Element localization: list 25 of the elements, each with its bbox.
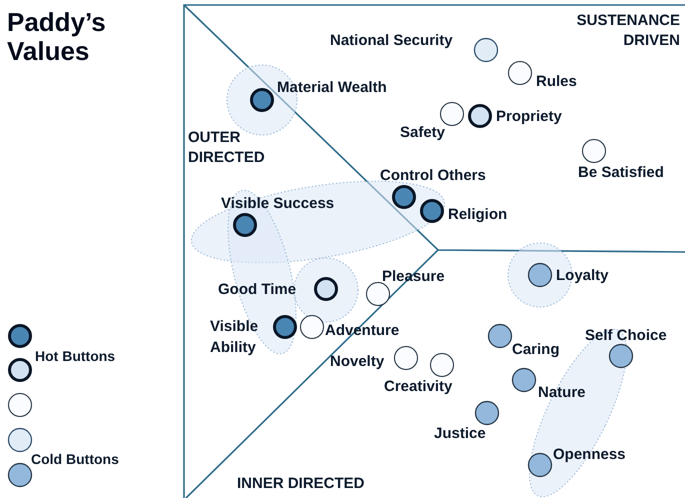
value-label: Novelty (330, 353, 384, 370)
value-label: Religion (448, 206, 508, 223)
value-label: Rules (536, 73, 577, 90)
value-label: Loyalty (556, 267, 609, 284)
region-label: INNER DIRECTED (237, 474, 366, 494)
value-label: Be Satisfied (578, 164, 664, 181)
value-label: Justice (434, 425, 486, 442)
legend-label: Hot Buttons (35, 348, 116, 365)
value-label: Good Time (218, 281, 296, 298)
value-label: National Security (330, 32, 453, 49)
legend-label: Cold Buttons (31, 451, 119, 468)
value-label: Openness (553, 446, 626, 463)
region-label: OUTER DIRECTED (188, 128, 266, 168)
value-label: Creativity (384, 378, 452, 395)
value-label: Material Wealth (277, 79, 387, 96)
value-label: Visible Ability (210, 316, 266, 358)
value-label: Visible Success (221, 195, 334, 212)
value-label: Caring (512, 341, 560, 358)
value-label: Control Others (380, 167, 486, 184)
value-label: Nature (538, 384, 586, 401)
value-label: Propriety (496, 108, 562, 125)
region-label: SUSTENANCE DRIVEN (576, 11, 680, 51)
value-label: Safety (400, 124, 446, 141)
value-label: Self Choice (585, 327, 667, 344)
title: Paddy’s Values (7, 8, 107, 66)
